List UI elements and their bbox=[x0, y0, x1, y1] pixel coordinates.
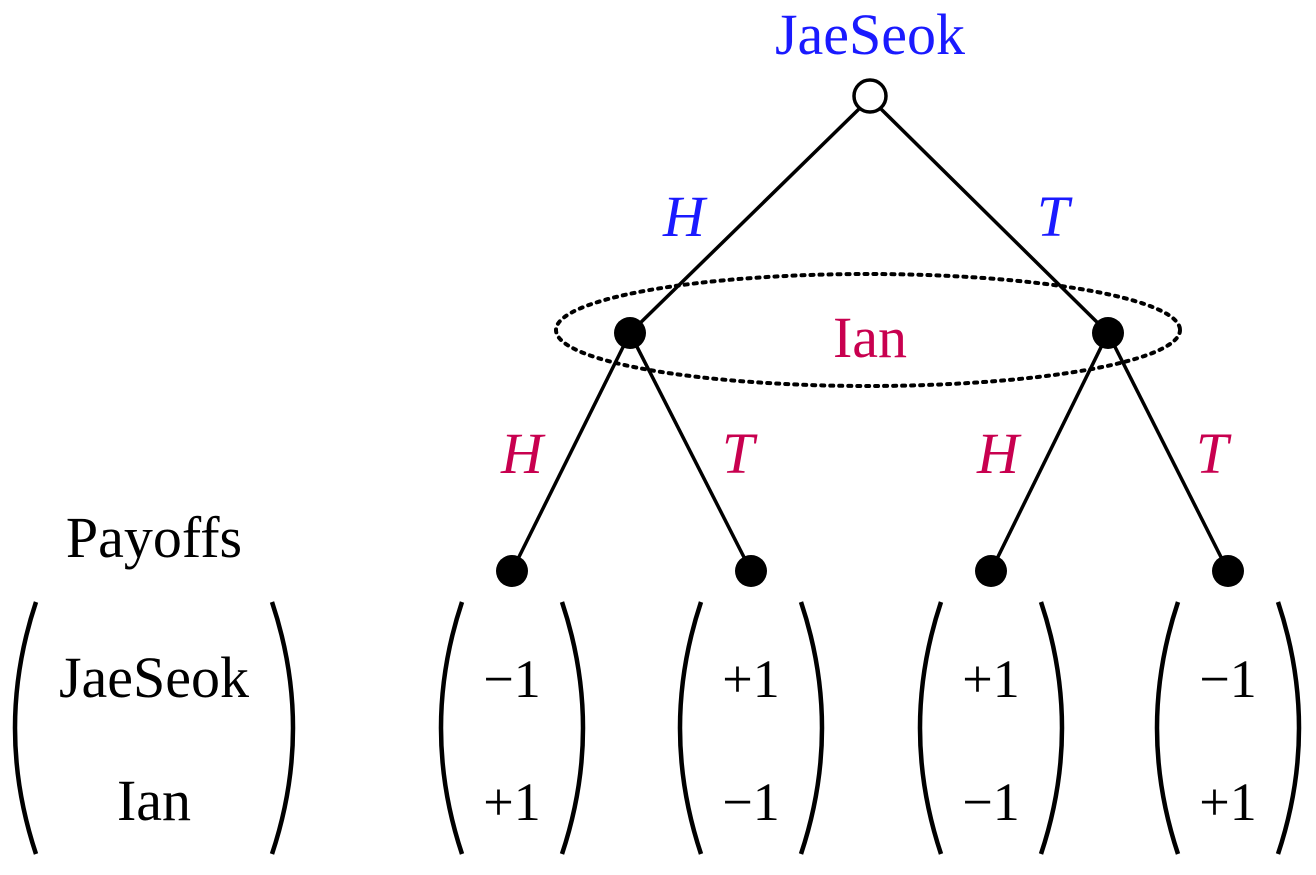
edge-root-right bbox=[878, 106, 1110, 335]
move-label-t-left: T bbox=[722, 421, 758, 486]
edge-root-left bbox=[628, 106, 862, 335]
player-label-ian: Ian bbox=[833, 305, 907, 370]
move-label-t-right: T bbox=[1196, 421, 1232, 486]
payoff-ian: +1 bbox=[483, 772, 540, 832]
root-node bbox=[852, 78, 888, 114]
right-paren bbox=[269, 601, 296, 855]
payoff-row-labels: JaeSeok Ian bbox=[12, 601, 296, 855]
payoff-vector-3: +1 −1 bbox=[917, 601, 1065, 855]
decision-node-right bbox=[1092, 317, 1124, 349]
row-label-jaeseok: JaeSeok bbox=[59, 645, 249, 710]
left-paren bbox=[677, 601, 704, 855]
right-paren bbox=[798, 601, 825, 855]
terminal-node-3 bbox=[975, 555, 1007, 587]
move-label-h-right: H bbox=[976, 421, 1022, 486]
move-label-t-player1: T bbox=[1037, 184, 1073, 249]
left-paren bbox=[12, 601, 39, 855]
right-paren bbox=[1038, 601, 1065, 855]
left-paren bbox=[917, 601, 944, 855]
move-label-h-player1: H bbox=[662, 184, 708, 249]
payoff-vector-1: −1 +1 bbox=[438, 601, 586, 855]
move-label-h-left: H bbox=[500, 421, 546, 486]
edge-right-t bbox=[1106, 332, 1230, 572]
edge-left-t bbox=[628, 332, 753, 572]
payoff-vector-2: +1 −1 bbox=[677, 601, 825, 855]
payoff-vector-4: −1 +1 bbox=[1154, 601, 1302, 855]
payoffs-heading: Payoffs bbox=[66, 505, 242, 570]
tree-edges bbox=[510, 106, 1230, 572]
information-set-ellipse bbox=[554, 272, 1182, 388]
right-paren bbox=[559, 601, 586, 855]
terminal-node-2 bbox=[735, 555, 767, 587]
edge-left-h bbox=[510, 332, 632, 572]
payoff-jaeseok: +1 bbox=[962, 649, 1019, 709]
payoff-jaeseok: −1 bbox=[483, 649, 540, 709]
payoff-ian: +1 bbox=[1199, 772, 1256, 832]
payoff-ian: −1 bbox=[722, 772, 779, 832]
terminal-node-4 bbox=[1212, 555, 1244, 587]
player-label-jaeseok: JaeSeok bbox=[775, 2, 965, 67]
row-label-ian: Ian bbox=[117, 768, 191, 833]
edge-right-h bbox=[989, 332, 1110, 572]
terminal-node-1 bbox=[496, 555, 528, 587]
left-paren bbox=[1154, 601, 1181, 855]
right-paren bbox=[1275, 601, 1302, 855]
payoff-ian: −1 bbox=[962, 772, 1019, 832]
payoff-jaeseok: −1 bbox=[1199, 649, 1256, 709]
left-paren bbox=[438, 601, 465, 855]
decision-node-left bbox=[614, 317, 646, 349]
payoff-jaeseok: +1 bbox=[722, 649, 779, 709]
